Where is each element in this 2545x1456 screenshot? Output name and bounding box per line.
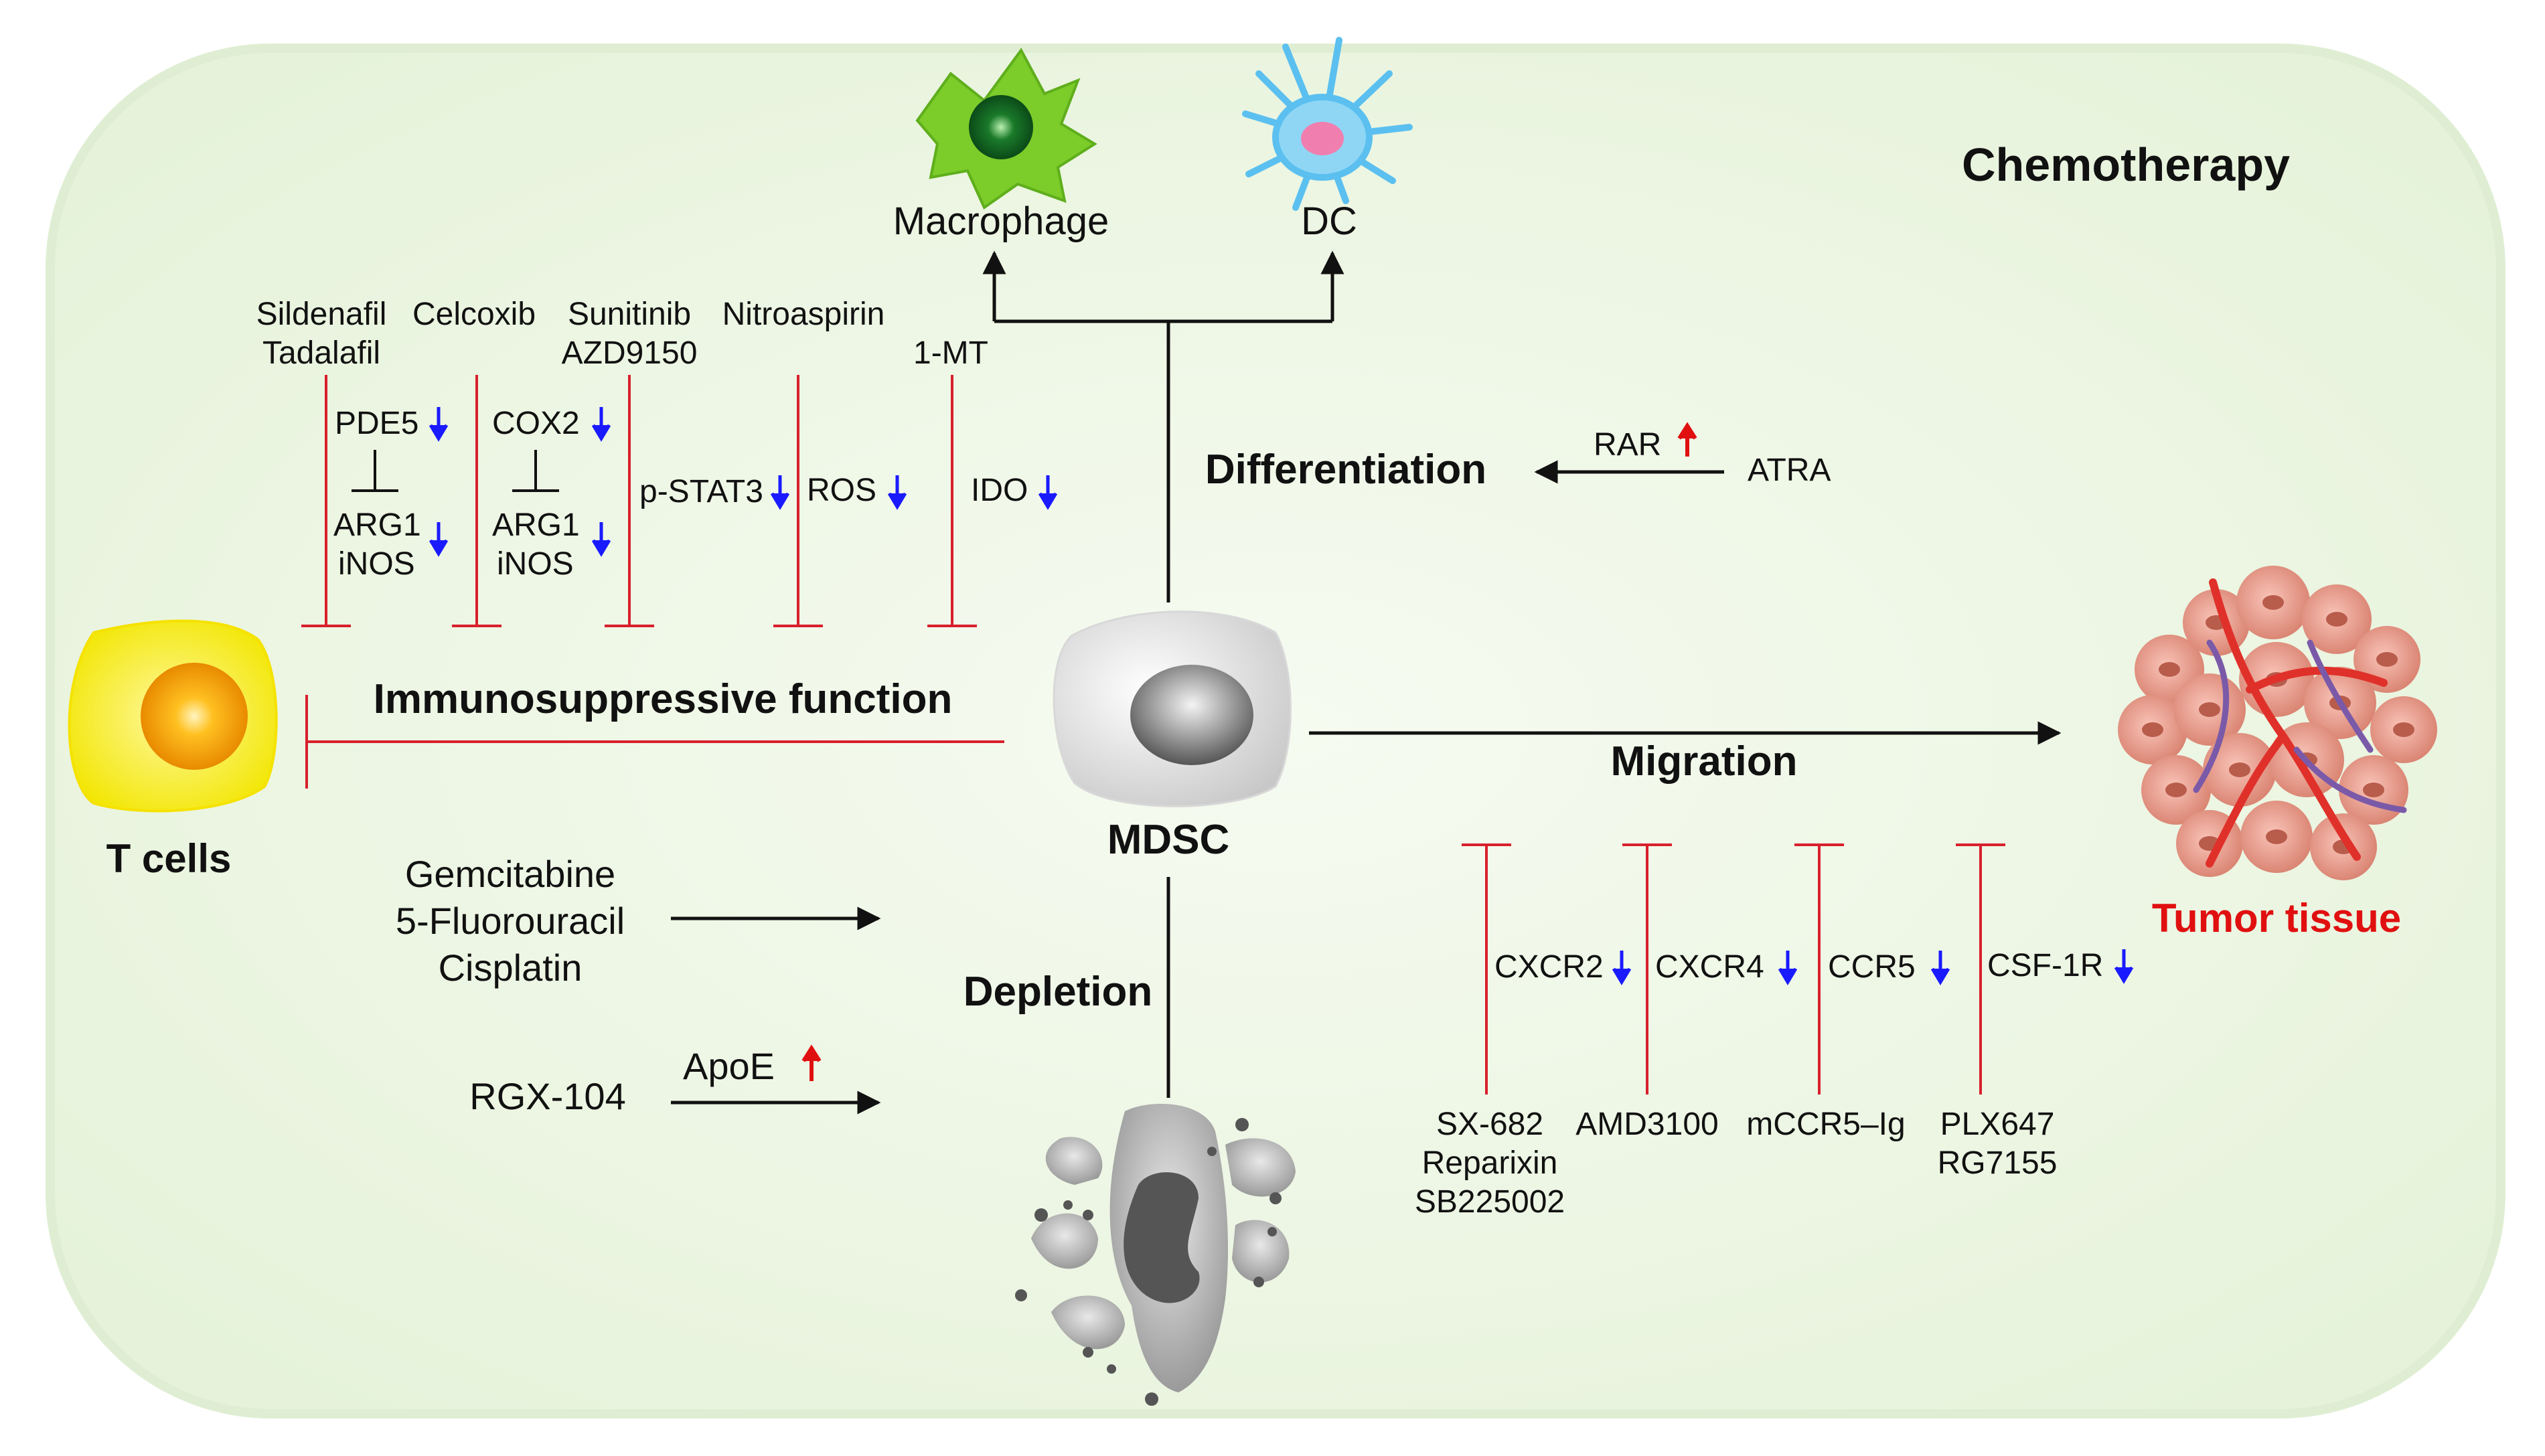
drug-label: Cisplatin <box>439 947 583 989</box>
migration-receptor-labels: CXCR2 CXCR4 CCR5 CSF-1R <box>1494 948 2103 985</box>
ccr5-label: CCR5 <box>1828 949 1916 985</box>
tumor-tissue-icon <box>2118 566 2437 880</box>
t-cells-label: T cells <box>106 836 232 881</box>
macrophage-cell-icon <box>915 48 1097 210</box>
drug-label: Reparixin <box>1422 1145 1558 1181</box>
apoptotic-mdsc-icon <box>1015 1103 1296 1406</box>
cxcr2-label: CXCR2 <box>1494 949 1604 985</box>
migration-inhibition-lines <box>1462 843 2005 1095</box>
drug-label: AMD3100 <box>1575 1107 1718 1142</box>
dc-label: DC <box>1301 199 1357 243</box>
ido-label: IDO <box>971 473 1028 508</box>
differentiation-label: Differentiation <box>1205 447 1486 493</box>
tumor-tissue-label: Tumor tissue <box>2152 896 2401 941</box>
migration-down-arrows <box>1612 949 2134 985</box>
atra-drug-label: ATRA <box>1748 453 1831 488</box>
differentiation-arrows <box>982 250 1344 602</box>
down-arrow-icon <box>2114 949 2134 984</box>
immunosuppression-inhibition-line <box>305 695 1004 789</box>
drug-label: Celcoxib <box>412 297 536 332</box>
inos-label: iNOS <box>497 546 574 582</box>
drug-label: Tadalafil <box>262 335 380 371</box>
down-arrow-icon <box>1930 951 1950 985</box>
drug-label: RG7155 <box>1938 1145 2058 1181</box>
arg1-label: ARG1 <box>333 507 421 543</box>
drug-label: Sildenafil <box>256 297 387 332</box>
page-title: Chemotherapy <box>1962 139 2290 191</box>
inos-label: iNOS <box>338 546 415 582</box>
down-arrow-icons <box>429 407 1058 557</box>
immunosuppressive-label: Immunosuppressive function <box>374 676 953 722</box>
drug-label: 1-MT <box>913 335 988 371</box>
up-arrow-icon <box>801 1044 822 1081</box>
drug-label: SB225002 <box>1415 1184 1565 1220</box>
immuno-drug-labels: Sildenafil Tadalafil Celcoxib Sunitinib … <box>256 297 988 371</box>
ros-label: ROS <box>807 473 876 508</box>
mdsc-cell-icon <box>1053 611 1292 807</box>
drug-label: Nitroaspirin <box>722 297 885 332</box>
down-arrow-icon <box>1612 951 1632 985</box>
immuno-inhibition-lines <box>301 375 977 627</box>
drug-label: mCCR5–Ig <box>1746 1107 1905 1142</box>
down-arrow-icon <box>770 475 790 510</box>
macrophage-label: Macrophage <box>893 199 1109 243</box>
down-arrow-icon <box>1778 951 1798 985</box>
migration-drug-labels: SX-682 Reparixin SB225002 AMD3100 mCCR5–… <box>1415 1107 2057 1220</box>
small-inhibition-bars <box>352 450 559 492</box>
csf-1r-label: CSF-1R <box>1987 948 2103 983</box>
drug-label: Sunitinib <box>568 297 691 332</box>
mdsc-label: MDSC <box>1107 817 1230 863</box>
t-cell-icon <box>68 619 278 813</box>
depletion-label: Depletion <box>963 969 1152 1015</box>
down-arrow-icon <box>591 407 611 442</box>
down-arrow-icon <box>429 407 449 442</box>
chemo-drug-labels: Gemcitabine 5-Fluorouracil Cisplatin <box>396 853 625 989</box>
arg1-label: ARG1 <box>492 507 580 543</box>
drug-label: 5-Fluorouracil <box>396 900 625 942</box>
up-arrow-icon <box>1677 422 1697 457</box>
down-arrow-icon <box>429 522 449 557</box>
down-arrow-icon <box>887 475 907 510</box>
cox2-label: COX2 <box>492 406 580 441</box>
rar-target-label: RAR <box>1594 427 1661 463</box>
immuno-target-labels: PDE5 COX2 ARG1 iNOS ARG1 iNOS p-STAT3 RO… <box>333 406 1028 582</box>
dc-nucleus-icon <box>1301 122 1344 155</box>
migration-label: Migration <box>1611 738 1798 785</box>
down-arrow-icon <box>1038 475 1058 510</box>
drug-label: Gemcitabine <box>405 853 615 895</box>
down-arrow-icon <box>591 522 611 557</box>
cxcr4-label: CXCR4 <box>1655 949 1764 985</box>
drug-label: SX-682 <box>1436 1107 1543 1142</box>
rgx-104-label: RGX-104 <box>469 1075 625 1117</box>
apoe-label: ApoE <box>683 1045 775 1087</box>
drug-label: PLX647 <box>1940 1107 2055 1142</box>
drug-label: AZD9150 <box>562 335 698 371</box>
pde5-label: PDE5 <box>335 406 418 441</box>
p-stat3-label: p-STAT3 <box>639 474 763 509</box>
